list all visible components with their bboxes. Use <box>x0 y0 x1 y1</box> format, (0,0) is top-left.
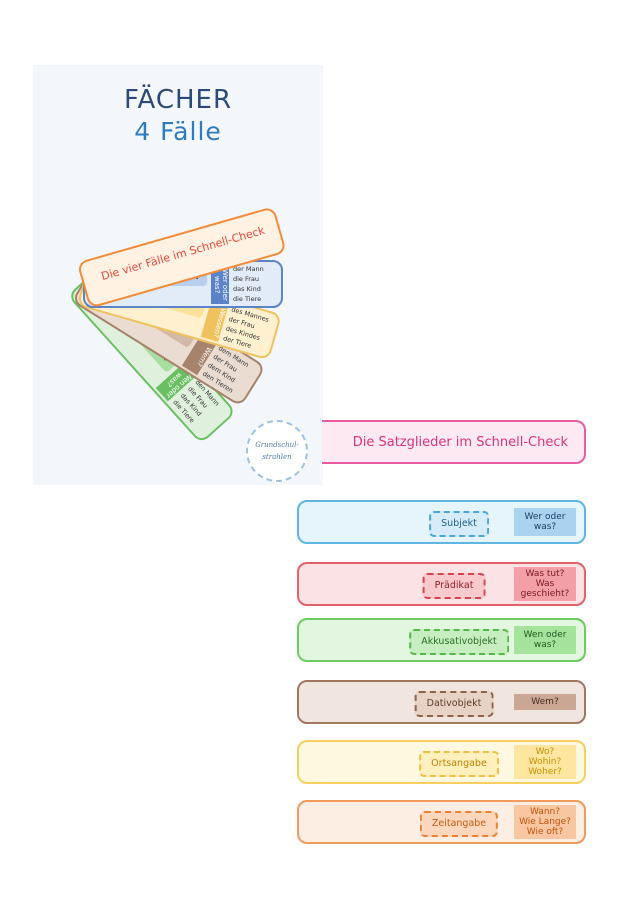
satzglied-row-dativobjekt: Dativobjekt Wem? <box>297 680 586 724</box>
cover-title: FÄCHER <box>123 85 233 115</box>
fan-strip-forms: des Mannes der Frau des Kindes der Tiere <box>222 305 270 350</box>
satzglieder-title: Die Satzglieder im Schnell-Check <box>352 434 568 450</box>
role-label: Zeitangabe <box>419 811 499 837</box>
question-box: Wer oder was? <box>514 508 576 536</box>
satzglieder-header: Die Satzglieder im Schnell-Check <box>322 420 586 464</box>
cover-card: FÄCHER 4 Fälle Akkusativ Wen oder was? d… <box>33 65 323 485</box>
fan-illustration: Akkusativ Wen oder was? den Mann die Fra… <box>33 65 323 485</box>
satzglied-row-ortsangabe: Ortsangabe Wo? Wohin? Woher? <box>297 740 586 784</box>
brand-stamp: Grundschul- strahlen <box>246 420 308 482</box>
cover-subtitle: 4 Fälle <box>134 117 222 146</box>
fan-strip-question: Wer oder was? <box>211 266 229 304</box>
role-label: Dativobjekt <box>414 691 494 717</box>
satzglied-row-akkusativobjekt: Akkusativobjekt Wen oder was? <box>297 618 586 662</box>
question-box: Wann? Wie Lange? Wie oft? <box>514 805 576 839</box>
role-label: Ortsangabe <box>419 751 499 777</box>
question-box: Wem? <box>514 694 576 710</box>
fan-strip-forms: der Mann die Frau das Kind die Tiere <box>233 265 264 303</box>
role-label: Subjekt <box>429 511 489 537</box>
satzglied-row-subjekt: Subjekt Wer oder was? <box>297 500 586 544</box>
role-label: Prädikat <box>422 573 486 599</box>
satzglied-row-praedikat: Prädikat Was tut? Was geschieht? <box>297 562 586 606</box>
question-box: Wo? Wohin? Woher? <box>514 745 576 779</box>
role-label: Akkusativobjekt <box>409 629 509 655</box>
question-box: Was tut? Was geschieht? <box>514 567 576 601</box>
satzglied-row-zeitangabe: Zeitangabe Wann? Wie Lange? Wie oft? <box>297 800 586 844</box>
question-box: Wen oder was? <box>514 626 576 654</box>
